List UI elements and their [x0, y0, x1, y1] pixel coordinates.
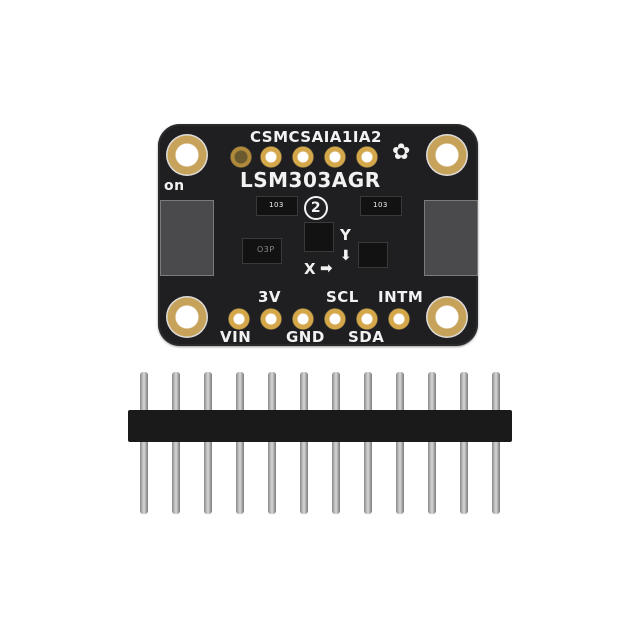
header-pin — [300, 372, 308, 514]
pin-label-intm: INTM — [378, 288, 424, 306]
breakout-board: CSMCSAIA1IA2 ✿ on LSM303AGR 2 103 103 O3… — [158, 124, 478, 346]
pad-sda — [356, 308, 378, 330]
pin-label-vin: VIN — [220, 328, 252, 346]
resistor-network: 103 — [256, 196, 298, 216]
header-pin — [332, 372, 340, 514]
chip-label: LSM303AGR — [240, 168, 381, 192]
header-pin — [268, 372, 276, 514]
pad-gnd — [292, 308, 314, 330]
resistor-network: 103 — [360, 196, 402, 216]
stemma-connector-left — [160, 200, 214, 276]
pad-intm — [388, 308, 410, 330]
pin-label-scl: SCL — [326, 288, 359, 306]
pad — [230, 146, 252, 168]
header-plastic-strip — [128, 410, 512, 442]
mounting-hole — [426, 296, 468, 338]
header-pin — [172, 372, 180, 514]
pad-vin — [228, 308, 250, 330]
top-pin-label: CSMCSAIA1IA2 — [250, 128, 382, 146]
mounting-hole — [166, 296, 208, 338]
header-pin — [396, 372, 404, 514]
axis-x-label: X — [304, 260, 317, 278]
header-pin — [492, 372, 500, 514]
header-pin — [364, 372, 372, 514]
pad-scl — [324, 308, 346, 330]
voltage-regulator: O3P — [242, 238, 282, 264]
pin-label-3v: 3V — [258, 288, 282, 306]
stemma-logo: 2 — [304, 196, 328, 220]
pad — [324, 146, 346, 168]
header-pin — [460, 372, 468, 514]
header-pin — [204, 372, 212, 514]
header-pin — [140, 372, 148, 514]
star-logo-icon: ✿ — [392, 140, 411, 165]
pin-label-gnd: GND — [286, 328, 325, 346]
power-led-label: on — [164, 178, 185, 194]
pad — [292, 146, 314, 168]
ic-chip — [358, 242, 388, 268]
mounting-hole — [166, 134, 208, 176]
mounting-hole — [426, 134, 468, 176]
right-arrow-icon: ➡ — [320, 259, 334, 277]
down-arrow-icon: ⬇ — [340, 248, 353, 264]
pin-label-sda: SDA — [348, 328, 385, 346]
header-pin — [236, 372, 244, 514]
pad — [260, 146, 282, 168]
pad — [356, 146, 378, 168]
pad-3v — [260, 308, 282, 330]
header-pin — [428, 372, 436, 514]
axis-y-label: Y — [340, 226, 352, 244]
sensor-chip — [304, 222, 334, 252]
stemma-connector-right — [424, 200, 478, 276]
